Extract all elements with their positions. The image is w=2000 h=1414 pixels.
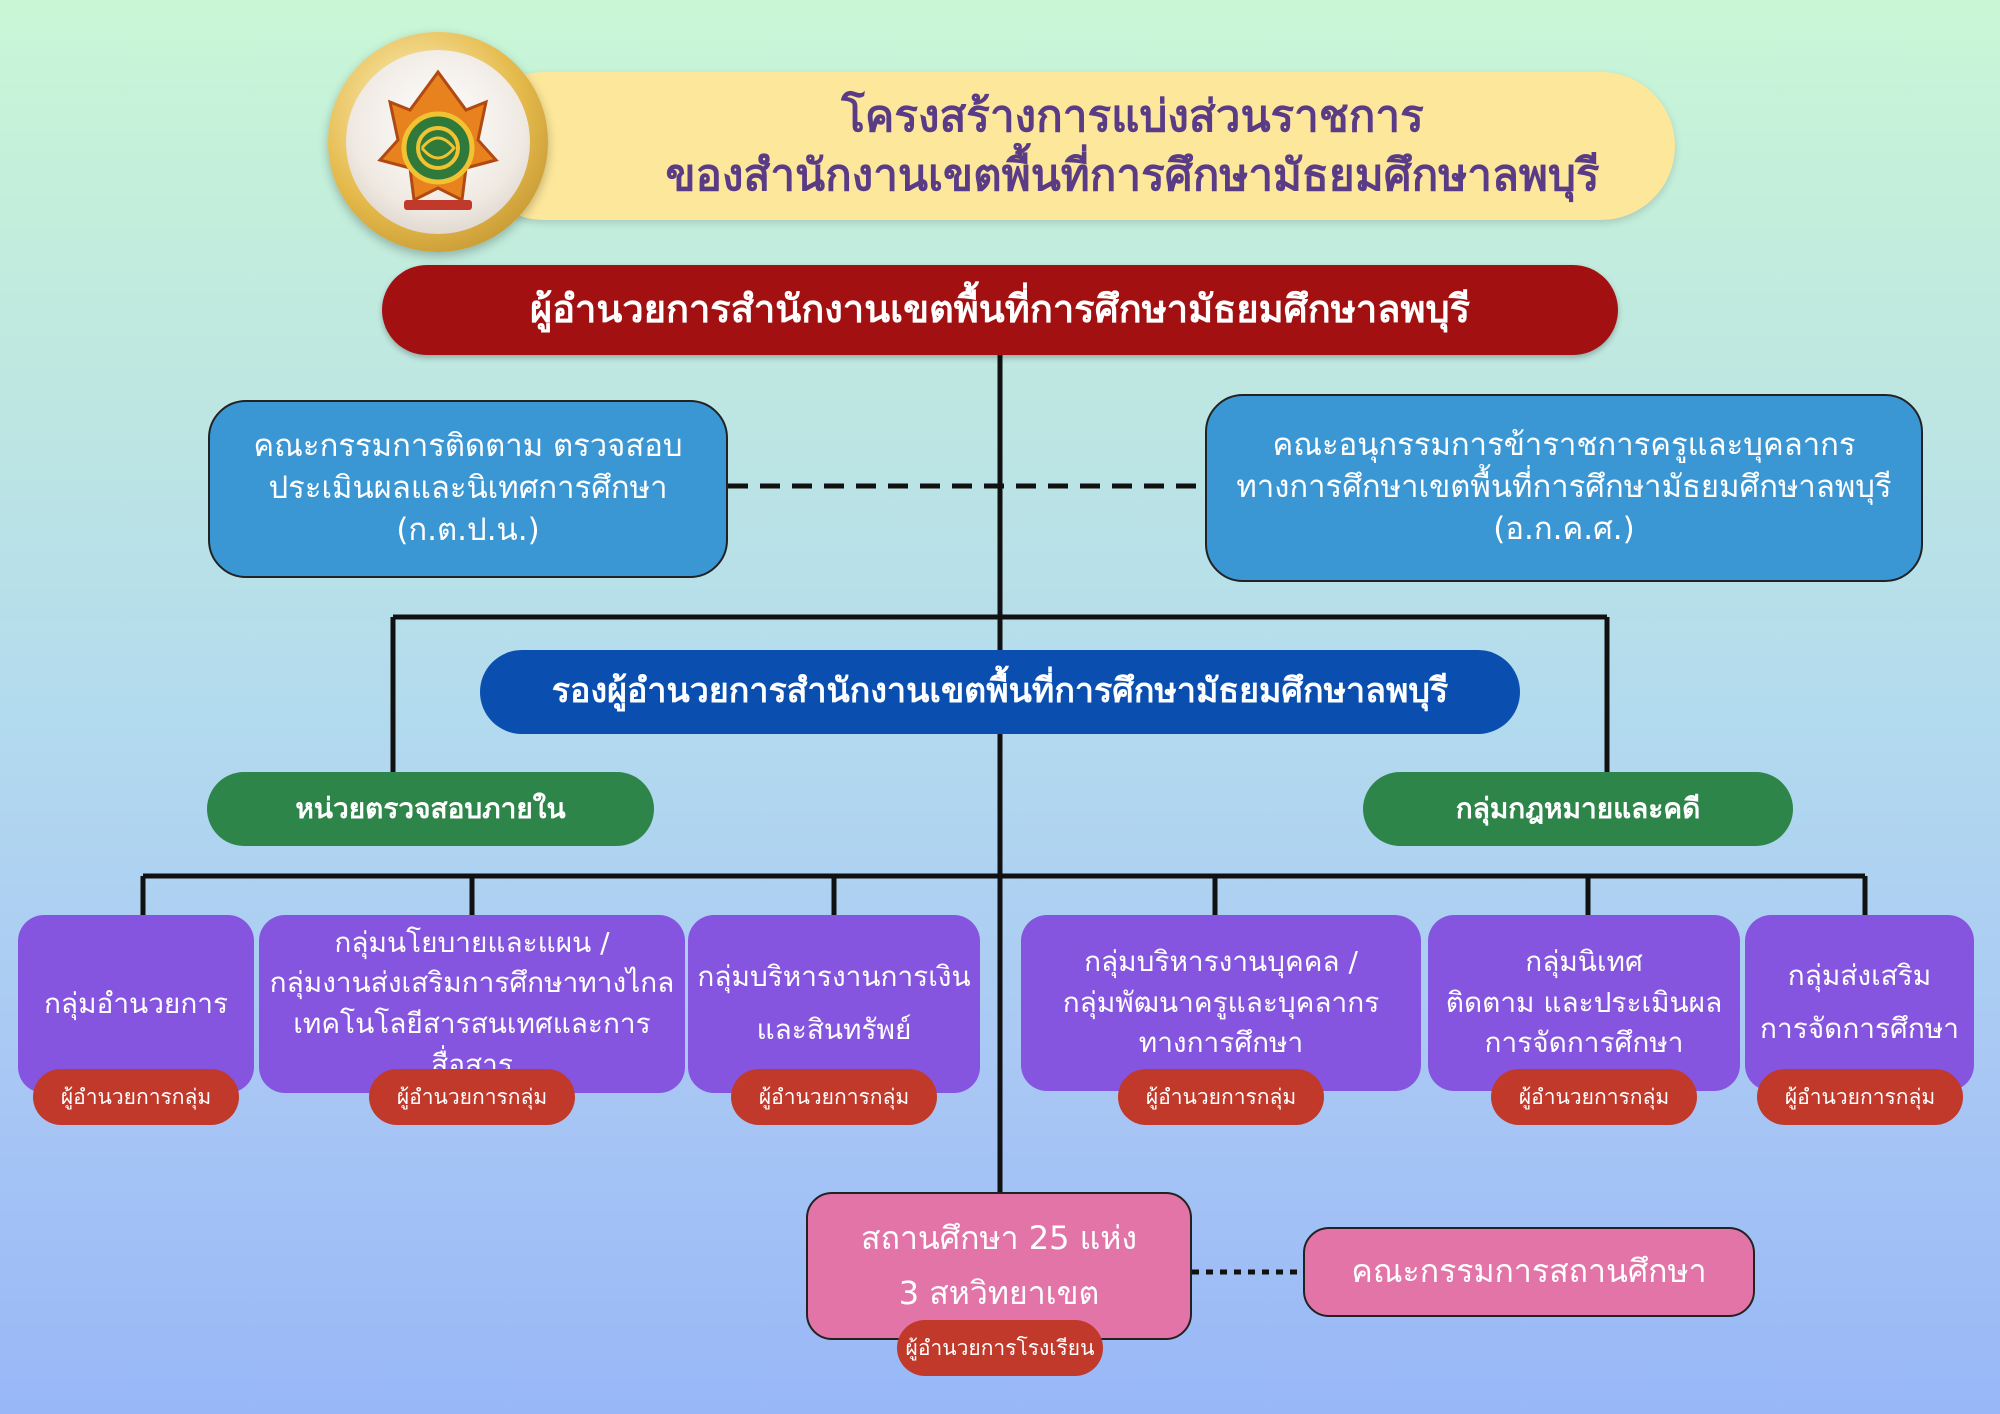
- group-director-badge: ผู้อำนวยการกลุ่ม: [1757, 1069, 1963, 1125]
- committee-monitoring-box: คณะกรรมการติดตาม ตรวจสอบ ประเมินผลและนิเ…: [208, 400, 728, 578]
- group-label-line: กลุ่มนิเทศ: [1525, 945, 1643, 979]
- group-director-badge: ผู้อำนวยการกลุ่ม: [731, 1069, 937, 1125]
- group-box-finance-assets: กลุ่มบริหารงานการเงิน และสินทรัพย์: [688, 915, 980, 1093]
- group-label-line: กลุ่มนโยบายและแผน /: [334, 925, 610, 959]
- committee-personnel-line2: ทางการศึกษาเขตพื้นที่การศึกษามัธยมศึกษาล…: [1236, 469, 1892, 506]
- group-director-badge: ผู้อำนวยการกลุ่ม: [1118, 1069, 1324, 1125]
- group-label-line: กลุ่มบริหารงานการเงิน: [697, 960, 971, 994]
- committee-monitoring-line3: (ก.ต.ป.น.): [396, 511, 540, 548]
- office-emblem-logo: [346, 50, 530, 234]
- group-box-policy-planning: กลุ่มนโยบายและแผน / กลุ่มงานส่งเสริมการศ…: [259, 915, 685, 1093]
- group-director-badge: ผู้อำนวยการกลุ่ม: [33, 1069, 239, 1125]
- group-box-administration: กลุ่มอำนวยการ: [18, 915, 254, 1093]
- group-box-personnel: กลุ่มบริหารงานบุคคล / กลุ่มพัฒนาครูและบุ…: [1021, 915, 1421, 1091]
- schools-box: สถานศึกษา 25 แห่ง 3 สหวิทยาเขต: [806, 1192, 1192, 1340]
- legal-group-unit: กลุ่มกฎหมายและคดี: [1363, 772, 1793, 846]
- title-banner: โครงสร้างการแบ่งส่วนราชการ ของสำนักงานเข…: [470, 72, 1675, 220]
- group-label-line: กลุ่มอำนวยการ: [43, 986, 229, 1020]
- page-title-line1: โครงสร้างการแบ่งส่วนราชการ: [841, 90, 1424, 142]
- committee-personnel-box: คณะอนุกรรมการข้าราชการครูและบุคลากร ทางก…: [1205, 394, 1923, 582]
- internal-audit-unit: หน่วยตรวจสอบภายใน: [207, 772, 654, 846]
- group-box-supervision: กลุ่มนิเทศ ติดตาม และประเมินผล การจัดการ…: [1428, 915, 1740, 1091]
- group-label-line: การจัดการศึกษา: [1760, 1012, 1959, 1045]
- schools-line2: 3 สหวิทยาเขต: [898, 1274, 1100, 1312]
- group-label-line: กลุ่มงานส่งเสริมการศึกษาทางไกล: [269, 966, 675, 1000]
- schools-line1: สถานศึกษา 25 แห่ง: [861, 1218, 1137, 1257]
- committee-monitoring-line2: ประเมินผลและนิเทศการศึกษา: [268, 470, 668, 507]
- emblem-icon: [377, 69, 499, 210]
- group-label-line: ทางการศึกษา: [1138, 1026, 1304, 1060]
- school-director-badge: ผู้อำนวยการโรงเรียน: [897, 1320, 1103, 1376]
- page-title-line2: ของสำนักงานเขตพื้นที่การศึกษามัธยมศึกษาล…: [665, 150, 1600, 201]
- director-box: ผู้อำนวยการสำนักงานเขตพื้นที่การศึกษามัธ…: [382, 265, 1618, 355]
- committee-monitoring-line1: คณะกรรมการติดตาม ตรวจสอบ: [253, 428, 683, 465]
- deputy-director-box: รองผู้อำนวยการสำนักงานเขตพื้นที่การศึกษา…: [480, 650, 1520, 734]
- group-box-education-promotion: กลุ่มส่งเสริม การจัดการศึกษา: [1745, 915, 1974, 1091]
- group-label-line: ติดตาม และประเมินผล: [1445, 985, 1723, 1019]
- group-director-badge: ผู้อำนวยการกลุ่ม: [369, 1069, 575, 1125]
- group-label-line: และสินทรัพย์: [756, 1013, 912, 1046]
- committee-personnel-line3: (อ.ก.ค.ศ.): [1493, 510, 1635, 547]
- group-director-badge: ผู้อำนวยการกลุ่ม: [1491, 1069, 1697, 1125]
- group-label-line: การจัดการศึกษา: [1484, 1026, 1684, 1060]
- committee-personnel-line1: คณะอนุกรรมการข้าราชการครูและบุคลากร: [1272, 427, 1856, 464]
- group-label-line: กลุ่มพัฒนาครูและบุคลากร: [1062, 985, 1380, 1019]
- group-label-line: กลุ่มส่งเสริม: [1787, 959, 1932, 993]
- group-label-line: กลุ่มบริหารงานบุคคล /: [1084, 945, 1358, 979]
- school-committee-box: คณะกรรมการสถานศึกษา: [1303, 1227, 1755, 1317]
